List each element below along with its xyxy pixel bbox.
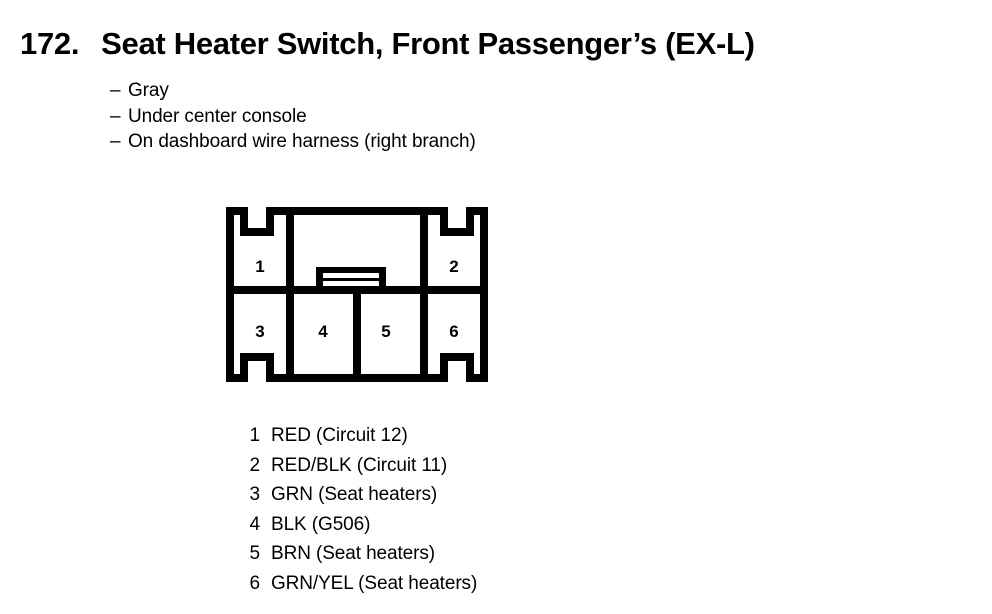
latch-tab — [316, 267, 386, 290]
legend-pin-number: 5 — [249, 543, 261, 564]
legend-row: 4 BLK (G506) — [238, 510, 477, 540]
list-item: –Gray — [110, 78, 476, 104]
legend-row: 5 BRN (Seat heaters) — [238, 539, 477, 569]
pin-legend: 1 RED (Circuit 12) 2 RED/BLK (Circuit 11… — [238, 421, 478, 599]
pin-number-1: 1 — [255, 257, 264, 276]
dash-bullet: – — [110, 80, 121, 101]
latch-slot-lower — [323, 281, 379, 286]
legend-pin-label: GRN (Seat heaters) — [271, 484, 438, 505]
legend-pin-label: BRN (Seat heaters) — [271, 543, 435, 564]
pin-number-3: 3 — [255, 322, 264, 341]
cell-divider-pin4-pin5 — [353, 286, 361, 374]
page-title: 172. Seat Heater Switch, Front Passenger… — [20, 26, 755, 62]
legend-row: 6 GRN/YEL (Seat heaters) — [238, 569, 478, 599]
legend-row: 1 RED (Circuit 12) — [238, 421, 477, 451]
legend-pin-number: 2 — [249, 454, 261, 476]
list-item-label: On dashboard wire harness (right branch) — [128, 131, 476, 152]
cell-divider-pin3-pin4 — [286, 286, 294, 374]
legend-pin-number: 6 — [249, 572, 261, 594]
list-item: –Under center console — [110, 104, 476, 130]
latch-slot-upper — [323, 273, 379, 278]
list-item-label: Under center console — [128, 105, 307, 127]
legend-pin-label: RED (Circuit 12) — [271, 425, 408, 446]
cell-divider-pin1-right — [286, 207, 294, 294]
list-item: –On dashboard wire harness (right branch… — [110, 129, 476, 155]
legend-pin-number: 4 — [249, 513, 261, 535]
connector-diagram: 1 2 3 4 5 6 — [214, 196, 500, 392]
dash-bullet: – — [110, 131, 121, 152]
legend-row: 3 GRN (Seat heaters) — [238, 480, 477, 510]
cell-divider-pin5-pin6 — [420, 286, 428, 374]
pin-number-6: 6 — [449, 322, 458, 341]
attribute-list: –Gray –Under center console –On dashboar… — [110, 78, 476, 155]
pin-number-4: 4 — [318, 322, 328, 341]
legend-row: 2 RED/BLK (Circuit 11) — [238, 451, 477, 481]
legend-pin-label: BLK (G506) — [271, 513, 371, 535]
dash-bullet: – — [110, 105, 121, 127]
pin-number-5: 5 — [381, 322, 390, 341]
legend-pin-number: 3 — [249, 484, 261, 505]
cell-divider-pin2-left — [420, 207, 428, 294]
legend-pin-label: GRN/YEL (Seat heaters) — [271, 572, 478, 594]
title-text: Seat Heater Switch, Front Passenger’s (E… — [101, 26, 755, 61]
legend-pin-label: RED/BLK (Circuit 11) — [271, 454, 448, 476]
legend-pin-number: 1 — [249, 425, 261, 446]
list-item-label: Gray — [128, 80, 169, 101]
title-number: 172. — [20, 26, 80, 61]
pin-number-2: 2 — [449, 257, 458, 276]
connector-svg: 1 2 3 4 5 6 — [226, 207, 488, 382]
